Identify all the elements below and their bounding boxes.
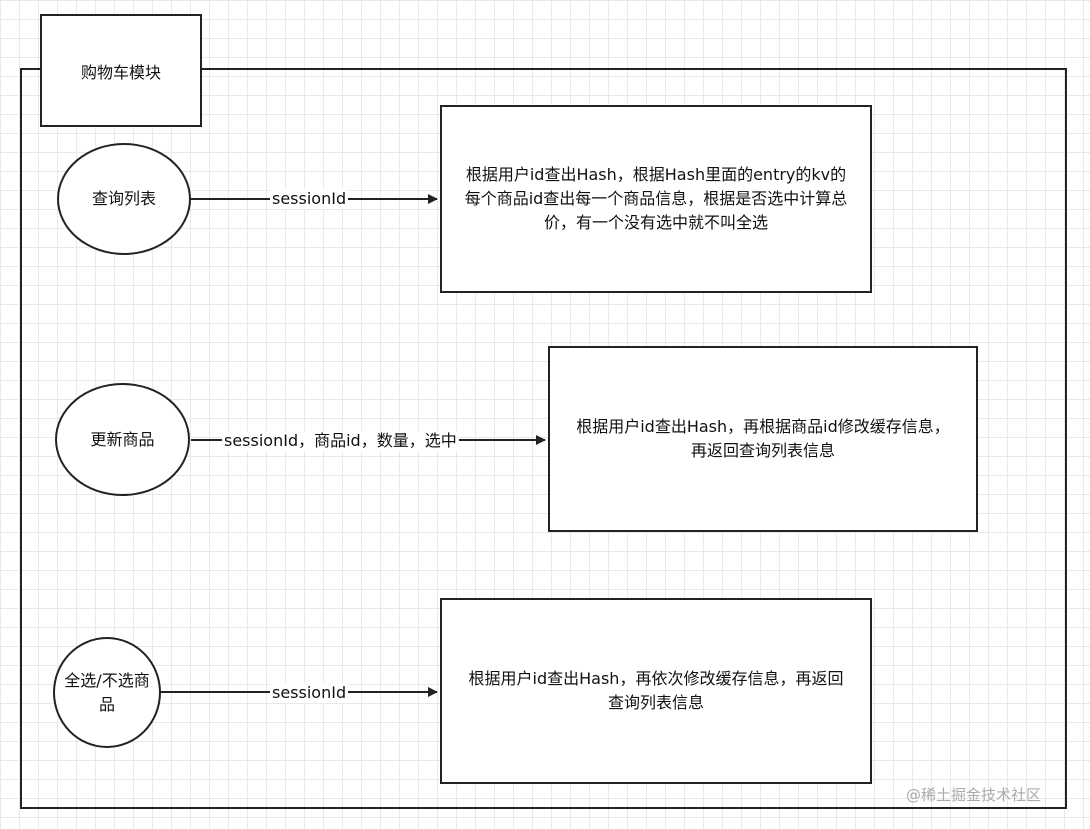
node-select-all-label: 全选/不选商品 (64, 670, 150, 714)
node-query-list-label: 查询列表 (91, 189, 156, 208)
node-query-list: 查询列表 (57, 143, 191, 255)
node-select-all: 全选/不选商品 (53, 637, 161, 748)
process-box-update-item: 根据用户id查出Hash，再根据商品id修改缓存信息，再返回查询列表信息 (548, 346, 978, 532)
process-text-select-all: 根据用户id查出Hash，再依次修改缓存信息，再返回查询列表信息 (468, 669, 844, 712)
node-update-item-label: 更新商品 (90, 429, 155, 449)
edge-label-update-item: sessionId，商品id，数量，选中 (222, 431, 459, 451)
node-update-item: 更新商品 (55, 383, 190, 496)
process-box-select-all: 根据用户id查出Hash，再依次修改缓存信息，再返回查询列表信息 (440, 598, 872, 784)
process-text-update-item: 根据用户id查出Hash，再根据商品id修改缓存信息，再返回查询列表信息 (576, 417, 950, 460)
edge-label-select-all: sessionId (270, 683, 349, 703)
process-text-query-list: 根据用户id查出Hash，根据Hash里面的entry的kv的每个商品id查出每… (464, 165, 848, 232)
edge-label-query-list: sessionId (270, 189, 349, 209)
module-title-text: 购物车模块 (80, 62, 161, 82)
watermark: @稀土掘金技术社区 (906, 786, 1042, 804)
process-box-query-list: 根据用户id查出Hash，根据Hash里面的entry的kv的每个商品id查出每… (440, 105, 872, 293)
module-title: 购物车模块 (40, 14, 202, 127)
module-frame (20, 68, 1067, 809)
